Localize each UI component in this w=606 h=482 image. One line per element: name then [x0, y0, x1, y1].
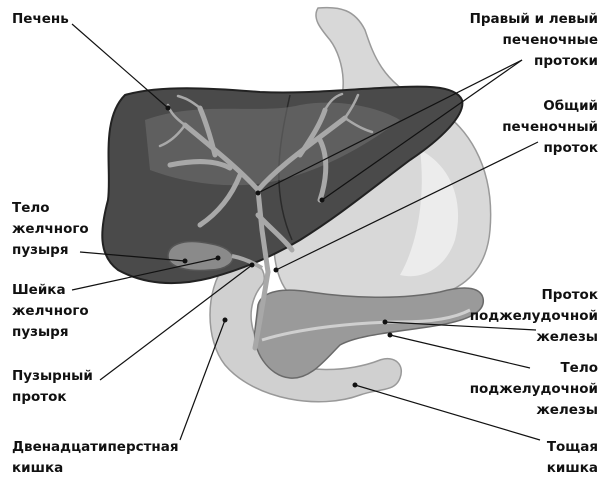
label-cystic-duct: Пузырный проток: [12, 368, 93, 405]
label-pancreatic-duct: Проток поджелудочной железы: [469, 287, 598, 345]
label-common-hepatic-duct: Общий печеночный проток: [502, 98, 598, 156]
cystic-duct-shape: [231, 254, 264, 270]
stomach-highlight: [400, 150, 459, 277]
pancreas: [253, 287, 484, 379]
label-liver: Печень: [12, 11, 69, 27]
label-gallbladder-body: Тело желчного пузыря: [12, 200, 89, 258]
bile-duct-fine-branches: [158, 92, 374, 148]
label-hepatic-ducts: Правый и левый печеночные протоки: [469, 11, 598, 69]
label-pancreas-body: Тело поджелудочной железы: [469, 360, 598, 418]
label-gallbladder-neck: Шейка желчного пузыря: [12, 282, 89, 340]
label-jejunum: Тощая кишка: [546, 439, 598, 476]
leader-lines: [71, 23, 541, 441]
duodenum-shape: [209, 261, 402, 403]
bile-duct-tree: [167, 105, 348, 351]
label-duodenum: Двенадцатиперстная кишка: [12, 439, 179, 476]
